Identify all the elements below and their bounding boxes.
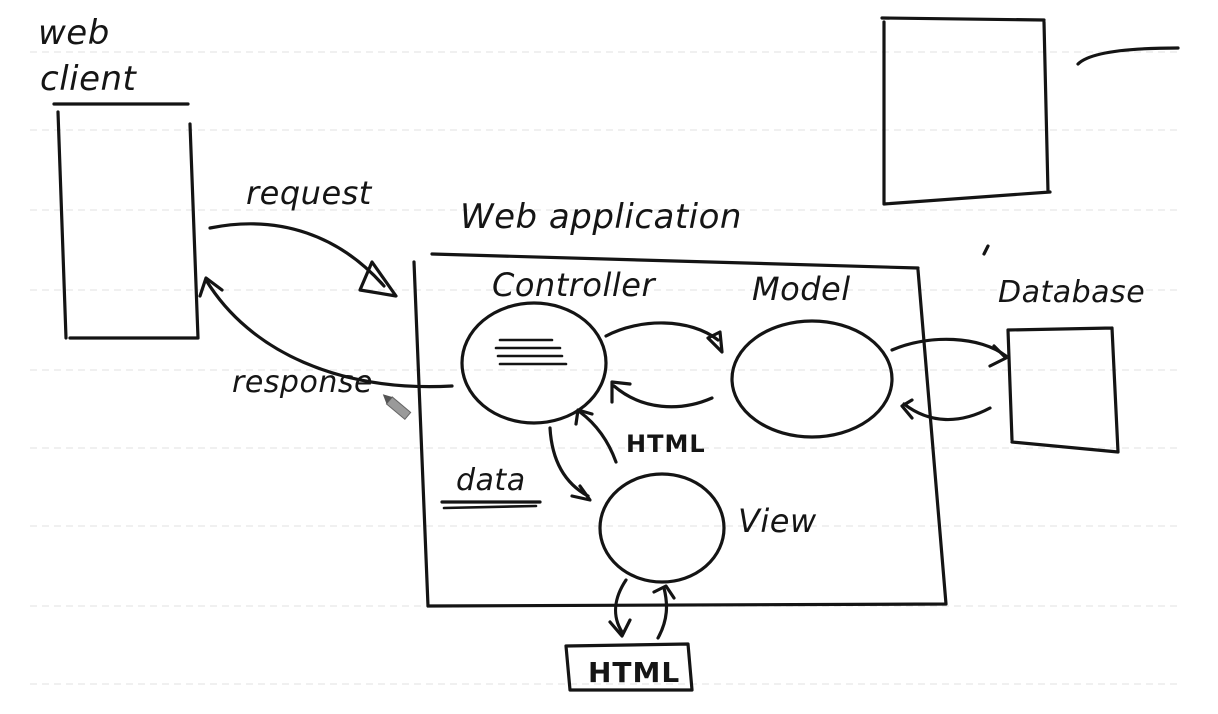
model-label: Model — [752, 270, 851, 308]
model-to-database-arrowhead — [988, 344, 1008, 368]
html-output-label: HTML — [588, 656, 680, 689]
controller-to-view-arrowhead — [570, 484, 592, 502]
view-to-controller-arrow — [578, 410, 618, 464]
database-box — [1006, 326, 1120, 454]
html-inner-label: HTML — [626, 430, 706, 458]
database-to-model-arrow — [902, 402, 992, 422]
top-right-partial-line — [1076, 46, 1180, 66]
response-arrowhead — [198, 276, 224, 298]
model-node — [730, 319, 894, 439]
data-label: data — [456, 463, 526, 498]
controller-label: Controller — [492, 266, 656, 304]
controller-to-model-arrow — [604, 321, 720, 342]
model-to-controller-arrow — [612, 384, 714, 409]
model-to-controller-arrowhead — [610, 380, 632, 404]
model-to-database-arrow — [890, 337, 1008, 358]
request-arrowhead — [358, 260, 398, 298]
pen-icon — [382, 394, 412, 421]
html-output-box — [564, 642, 694, 692]
html-to-view-arrowhead — [652, 584, 676, 600]
html-to-view-arrow — [656, 586, 669, 640]
data-underline-2 — [442, 504, 538, 510]
web-application-box — [412, 252, 948, 608]
view-to-html-arrow — [614, 578, 628, 634]
database-quote-mark — [982, 244, 990, 256]
top-right-box — [880, 16, 1052, 206]
web-application-label: Web application — [460, 197, 742, 237]
response-label: response — [232, 365, 373, 400]
controller-to-view-arrow — [548, 426, 590, 498]
controller-to-model-arrowhead — [706, 330, 724, 354]
request-arrow — [208, 222, 386, 288]
view-to-controller-arrowhead — [574, 408, 594, 426]
controller-node — [460, 301, 608, 425]
database-to-model-arrowhead — [900, 398, 914, 420]
request-label: request — [246, 174, 373, 212]
view-node — [598, 472, 726, 584]
view-label: View — [738, 502, 817, 540]
response-arrow — [204, 278, 454, 389]
web-client-box — [52, 102, 200, 340]
controller-lines-icon — [494, 338, 568, 366]
web-client-label-line2: client — [40, 59, 138, 99]
view-to-html-arrowhead — [608, 618, 632, 638]
database-label: Database — [998, 275, 1145, 310]
web-client-label-line1: web — [38, 13, 110, 53]
